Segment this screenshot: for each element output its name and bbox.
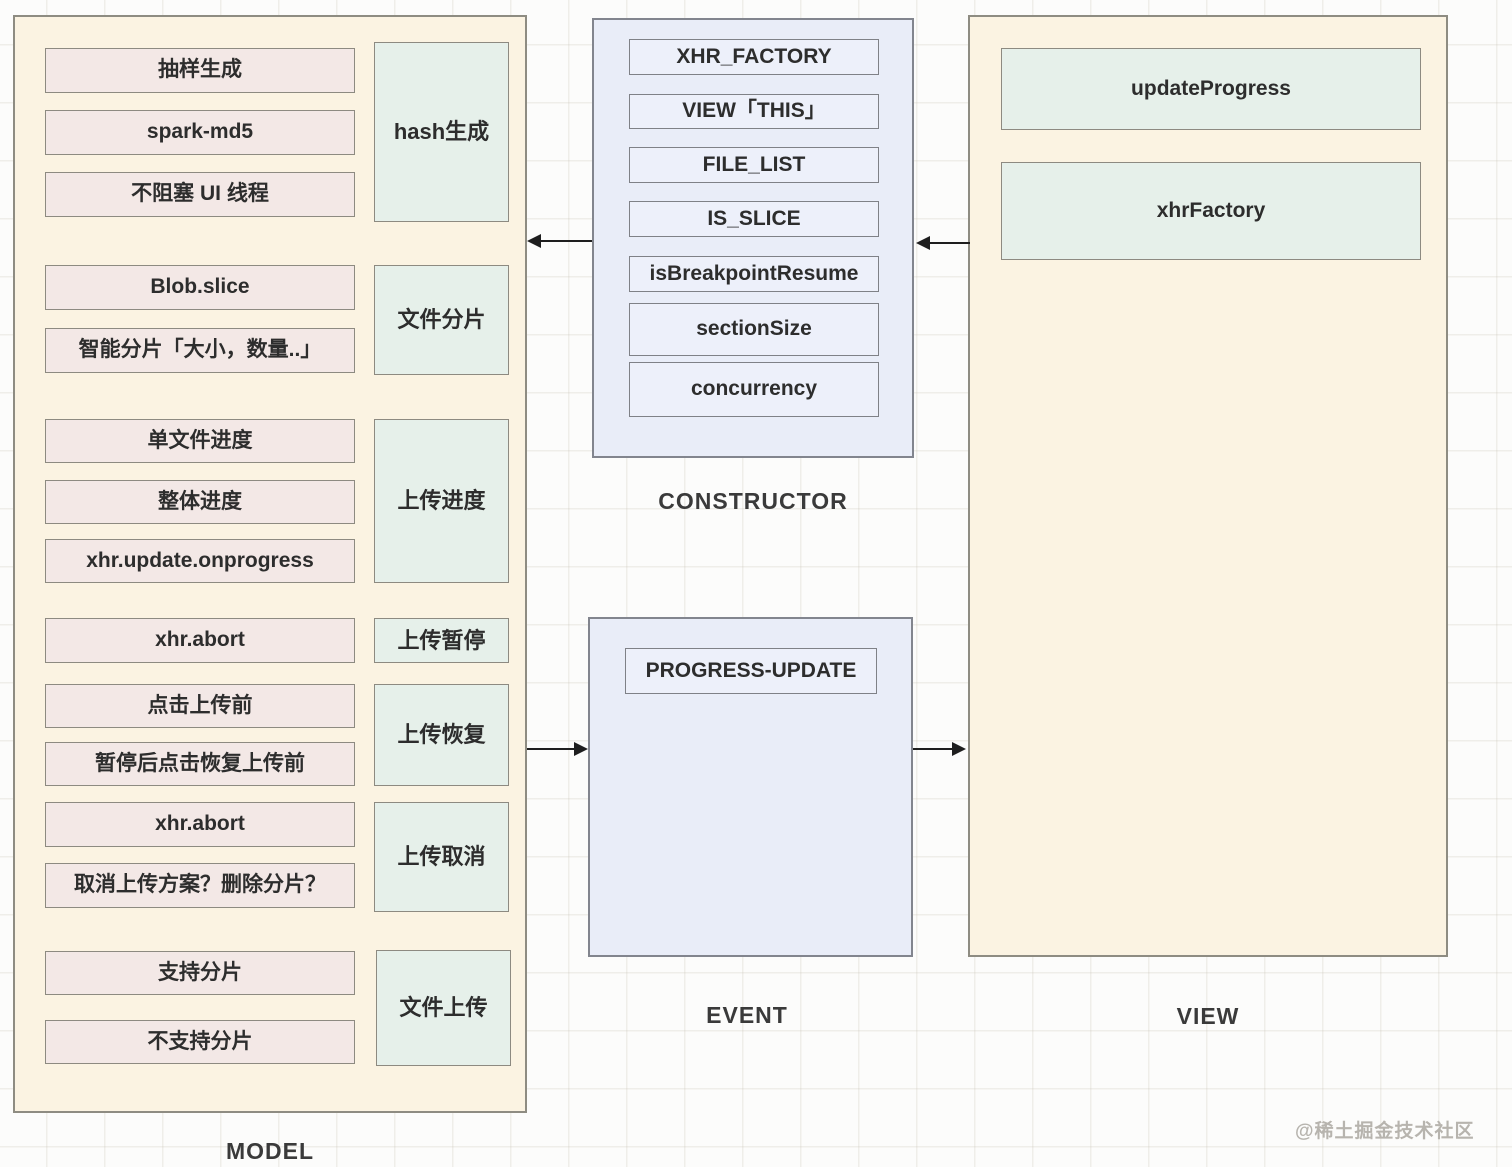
event-label: EVENT (706, 1002, 788, 1028)
view-label: VIEW (1176, 1003, 1240, 1029)
constructor-item: IS_SLICE (629, 201, 879, 237)
model-tag: 文件上传 (376, 950, 511, 1066)
constructor-item: isBreakpointResume (629, 256, 879, 292)
event-item: PROGRESS-UPDATE (625, 648, 877, 694)
constructor-item: XHR_FACTORY (629, 39, 879, 75)
model-item: xhr.abort (45, 802, 355, 847)
view-item: updateProgress (1001, 48, 1421, 130)
model-item: xhr.abort (45, 618, 355, 663)
model-tag: 上传暂停 (374, 618, 509, 663)
model-item: 抽样生成 (45, 48, 355, 93)
view-item: xhrFactory (1001, 162, 1421, 260)
constructor-item: FILE_LIST (629, 147, 879, 183)
constructor-label: CONSTRUCTOR (658, 488, 848, 514)
arrow-right-icon (952, 742, 966, 756)
view-panel (968, 15, 1448, 957)
model-item: spark-md5 (45, 110, 355, 155)
model-tag: 上传恢复 (374, 684, 509, 786)
model-tag: hash生成 (374, 42, 509, 222)
arrow-right-icon (574, 742, 588, 756)
constructor-item: sectionSize (629, 303, 879, 356)
model-item: 智能分片「大小，数量..」 (45, 328, 355, 373)
model-item: 取消上传方案？删除分片？ (45, 863, 355, 908)
model-item: 不支持分片 (45, 1020, 355, 1064)
model-item: 暂停后点击恢复上传前 (45, 742, 355, 786)
arrow-left-icon (527, 234, 541, 248)
constructor-item: VIEW「THIS」 (629, 94, 879, 129)
model-tag: 文件分片 (374, 265, 509, 375)
arrow-left-icon (916, 236, 930, 250)
model-item: 单文件进度 (45, 419, 355, 463)
model-tag: 上传进度 (374, 419, 509, 583)
model-item: 不阻塞 UI 线程 (45, 172, 355, 217)
model-item: xhr.update.onprogress (45, 539, 355, 583)
model-tag: 上传取消 (374, 802, 509, 912)
model-label: MODEL (225, 1138, 315, 1164)
model-item: Blob.slice (45, 265, 355, 310)
model-item: 支持分片 (45, 951, 355, 995)
watermark: @稀土掘金技术社区 (1295, 1121, 1475, 1142)
constructor-item: concurrency (629, 362, 879, 417)
model-item: 整体进度 (45, 480, 355, 524)
model-item: 点击上传前 (45, 684, 355, 728)
